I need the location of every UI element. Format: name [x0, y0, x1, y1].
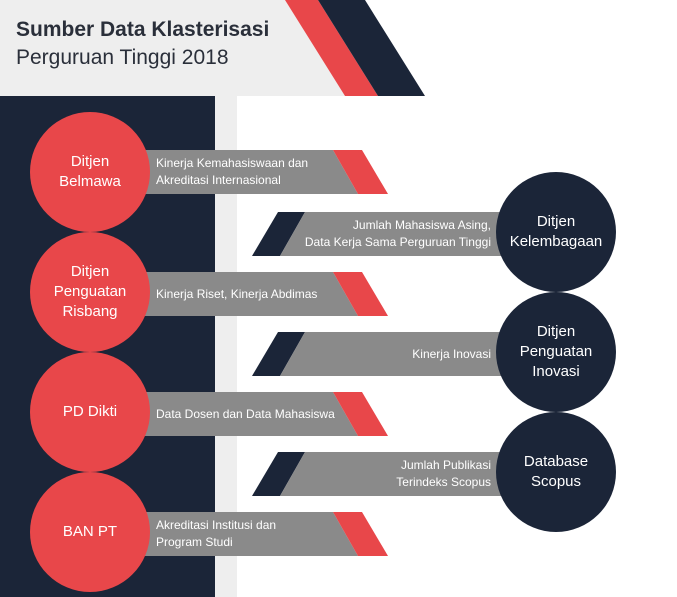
bar-left-3-tip: [333, 392, 388, 436]
source-circle-penguatan-risbang: Ditjen Penguatan Risbang: [30, 232, 150, 352]
title-background: [0, 0, 345, 96]
bar-right-2: [280, 332, 560, 376]
left-description-2: Kinerja Riset, Kinerja Abdimas: [156, 287, 318, 301]
left-description-3: Data Dosen dan Data Mahasiswa: [156, 407, 335, 421]
bar-left-1-tip: [333, 150, 388, 194]
right-description-3: Jumlah Publikasi Terindeks Scopus: [396, 458, 491, 489]
bar-left-3: [140, 392, 358, 436]
bar-left-1: [140, 150, 358, 194]
light-vertical-band: [215, 96, 237, 597]
right-description-2: Kinerja Inovasi: [412, 347, 491, 361]
title-navy-stripe: [318, 0, 425, 96]
source-circle-belmawa: Ditjen Belmawa: [30, 112, 150, 232]
title-red-stripe: [285, 0, 378, 96]
right-description-1: Jumlah Mahasiswa Asing, Data Kerja Sama …: [304, 218, 491, 249]
source-circle-penguatan-inovasi: Ditjen Penguatan Inovasi: [496, 292, 616, 412]
diagram-title: Sumber Data Klasterisasi: [16, 18, 270, 41]
bar-right-3: [280, 452, 560, 496]
left-description-1: Kinerja Kemahasiswaan dan Akreditasi Int…: [156, 156, 309, 187]
bar-left-4-tip: [333, 512, 388, 556]
bar-left-4: [140, 512, 358, 556]
bar-right-3-tip: [252, 452, 305, 496]
bar-right-2-tip: [252, 332, 305, 376]
source-circle-kelembagaan: Ditjen Kelembagaan: [496, 172, 616, 292]
bar-left-2: [140, 272, 358, 316]
bar-right-1-tip: [252, 212, 305, 256]
left-description-4: Akreditasi Institusi dan Program Studi: [156, 518, 277, 549]
bar-right-1: [280, 212, 560, 256]
source-circle-database-scopus: Database Scopus: [496, 412, 616, 532]
source-circle-ban-pt: BAN PT: [30, 472, 150, 592]
source-circle-pd-dikti: PD Dikti: [30, 352, 150, 472]
diagram-subtitle: Perguruan Tinggi 2018: [16, 46, 229, 69]
bar-left-2-tip: [333, 272, 388, 316]
